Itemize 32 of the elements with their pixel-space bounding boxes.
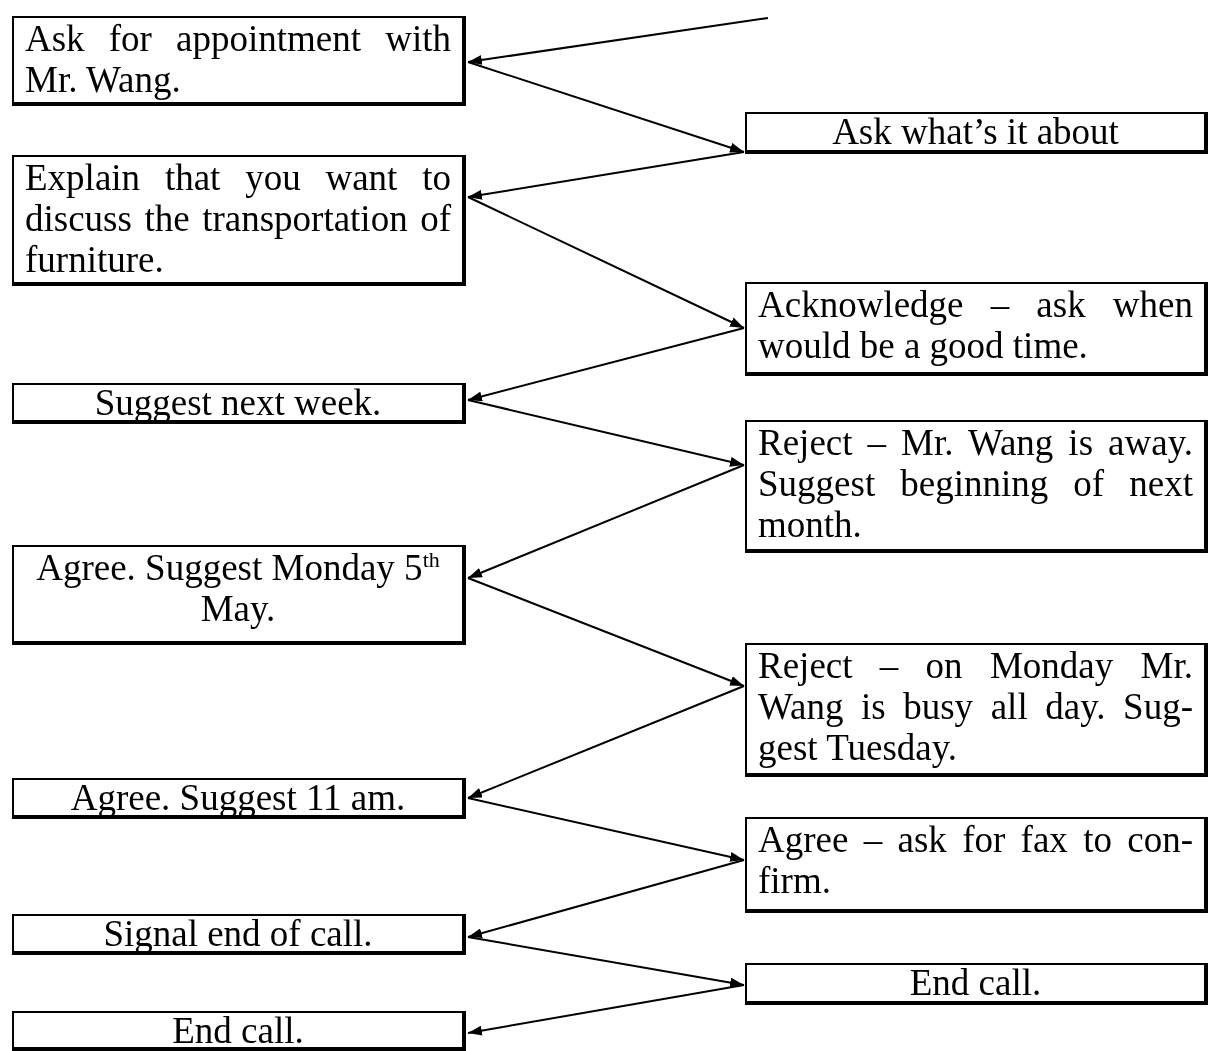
process-box bbox=[745, 112, 1208, 154]
step-text: Reject – Mr. Wang is away. Suggest beginning of next month. bbox=[758, 422, 1193, 545]
step-text: End call. bbox=[908, 965, 1043, 1001]
process-box bbox=[12, 383, 466, 424]
arrow bbox=[467, 685, 745, 799]
arrow bbox=[467, 464, 745, 579]
arrow bbox=[467, 399, 745, 467]
step-text: Agree – ask for fax to con-firm. bbox=[758, 819, 1193, 901]
step-text: End call. bbox=[171, 1013, 305, 1049]
step-text: Explain that you want to discuss the transportation of furniture. bbox=[25, 157, 451, 280]
arrow bbox=[467, 797, 745, 862]
process-box bbox=[12, 545, 466, 645]
step-text: Ask what’s it about bbox=[831, 114, 1120, 150]
process-box bbox=[745, 963, 1208, 1005]
step-text: Agree. Suggest Monday 5$^{th}$ May. bbox=[35, 547, 441, 629]
process-box bbox=[745, 282, 1208, 376]
process-box bbox=[12, 914, 466, 955]
process-box bbox=[12, 778, 466, 819]
step-text: Ask for appointment with Mr. Wang. bbox=[25, 18, 451, 100]
arrow bbox=[467, 17, 769, 65]
process-box bbox=[745, 817, 1208, 913]
step-text: Reject – on Monday Mr. Wang is busy all day. Sug-gest Tuesday. bbox=[758, 645, 1193, 768]
arrow bbox=[467, 151, 745, 200]
arrow bbox=[467, 984, 745, 1036]
arrow bbox=[467, 327, 745, 402]
step-text: Signal end of call. bbox=[102, 916, 374, 952]
arrow bbox=[467, 196, 745, 329]
arrow bbox=[467, 577, 745, 687]
step-text: Acknowledge – ask when would be a good time. bbox=[758, 284, 1193, 366]
arrow bbox=[467, 61, 745, 153]
arrow bbox=[467, 859, 745, 939]
process-box bbox=[12, 1011, 466, 1051]
